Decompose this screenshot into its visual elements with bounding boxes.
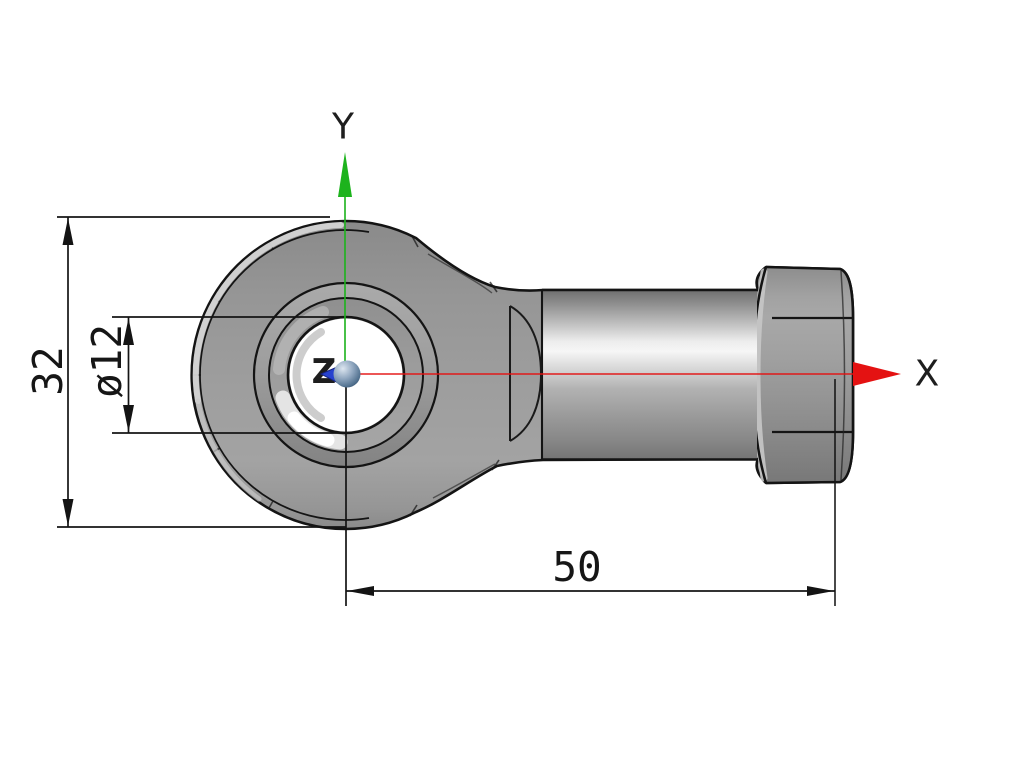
dimension-height[interactable] [57, 216, 346, 528]
shank-face[interactable] [543, 291, 757, 459]
head-rim-highlight-lower [195, 398, 262, 502]
bore-wall-shading [292, 328, 325, 422]
ball-highlight-core [287, 411, 335, 447]
arrowhead-left [347, 586, 374, 596]
hex-end-face[interactable] [753, 267, 853, 483]
head-rim-highlight [192, 222, 344, 404]
x-axis-arrow[interactable] [853, 362, 901, 386]
dimension-length[interactable] [345, 379, 836, 606]
arrowhead-down [62, 499, 74, 526]
arrowhead-up [62, 218, 74, 245]
arrowhead-down [123, 405, 134, 432]
y-axis-arrow[interactable] [338, 152, 352, 197]
ball-highlight-left [273, 306, 329, 375]
hex-endface-arc [840, 270, 846, 481]
arrowhead-up [123, 318, 134, 345]
x-axis-label: X [915, 354, 940, 395]
dimension-length-value[interactable]: 50 [552, 543, 601, 591]
dimension-bore[interactable] [112, 316, 346, 434]
arrowhead-right [807, 586, 834, 596]
neck-facet-line-top [427, 253, 493, 294]
head-rim-inner-edge [199, 229, 370, 521]
dimension-bore-value[interactable]: ø12 [83, 324, 131, 398]
y-axis-label: Y [331, 107, 355, 148]
part-rod-end-bearing[interactable] [190, 219, 855, 531]
axis-triad[interactable]: Z Y X [312, 107, 940, 395]
origin-marker[interactable] [333, 360, 361, 388]
neck-facet-line-bottom [432, 463, 496, 499]
dimension-height-value[interactable]: 32 [24, 346, 72, 395]
